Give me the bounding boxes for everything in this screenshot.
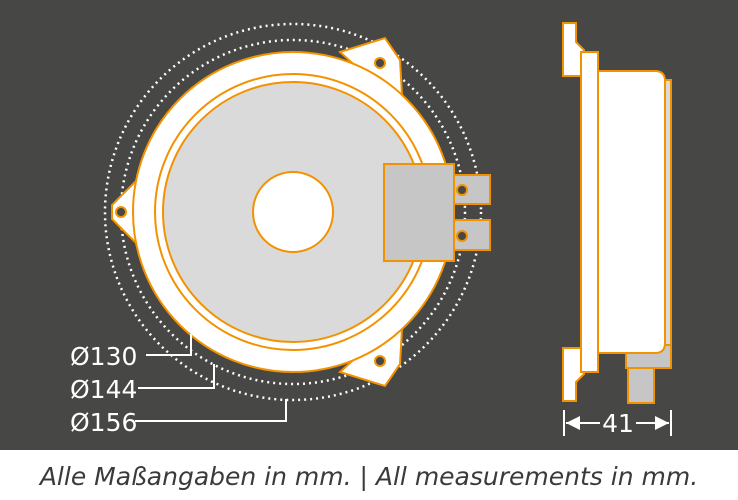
basket-body <box>597 70 666 354</box>
dimension-label-144: Ø144 <box>70 375 137 404</box>
connector-block <box>383 163 455 262</box>
flange-top <box>562 22 585 77</box>
dust-cap <box>252 171 334 253</box>
front-view <box>103 22 491 402</box>
terminal-tab-top <box>449 174 491 205</box>
depth-dimension <box>563 410 672 436</box>
terminal-stub <box>627 367 655 404</box>
side-view <box>562 22 672 404</box>
depth-label: 41 <box>602 409 634 438</box>
mounting-plate <box>580 51 599 373</box>
caption: Alle Maßangaben in mm. | All measurement… <box>39 461 699 491</box>
speaker-technical-drawing: Ø130 Ø144 Ø156 41 <box>0 0 738 450</box>
arrow-right-icon <box>655 416 669 430</box>
dimension-label-130: Ø130 <box>70 342 137 371</box>
arrow-left-icon <box>566 416 580 430</box>
dimension-label-156: Ø156 <box>70 408 137 437</box>
screw-hole-icons <box>115 57 468 367</box>
dimension-leaders <box>135 334 287 422</box>
terminal-tab-bottom <box>449 219 491 251</box>
dotted-circle-156 <box>103 22 483 402</box>
